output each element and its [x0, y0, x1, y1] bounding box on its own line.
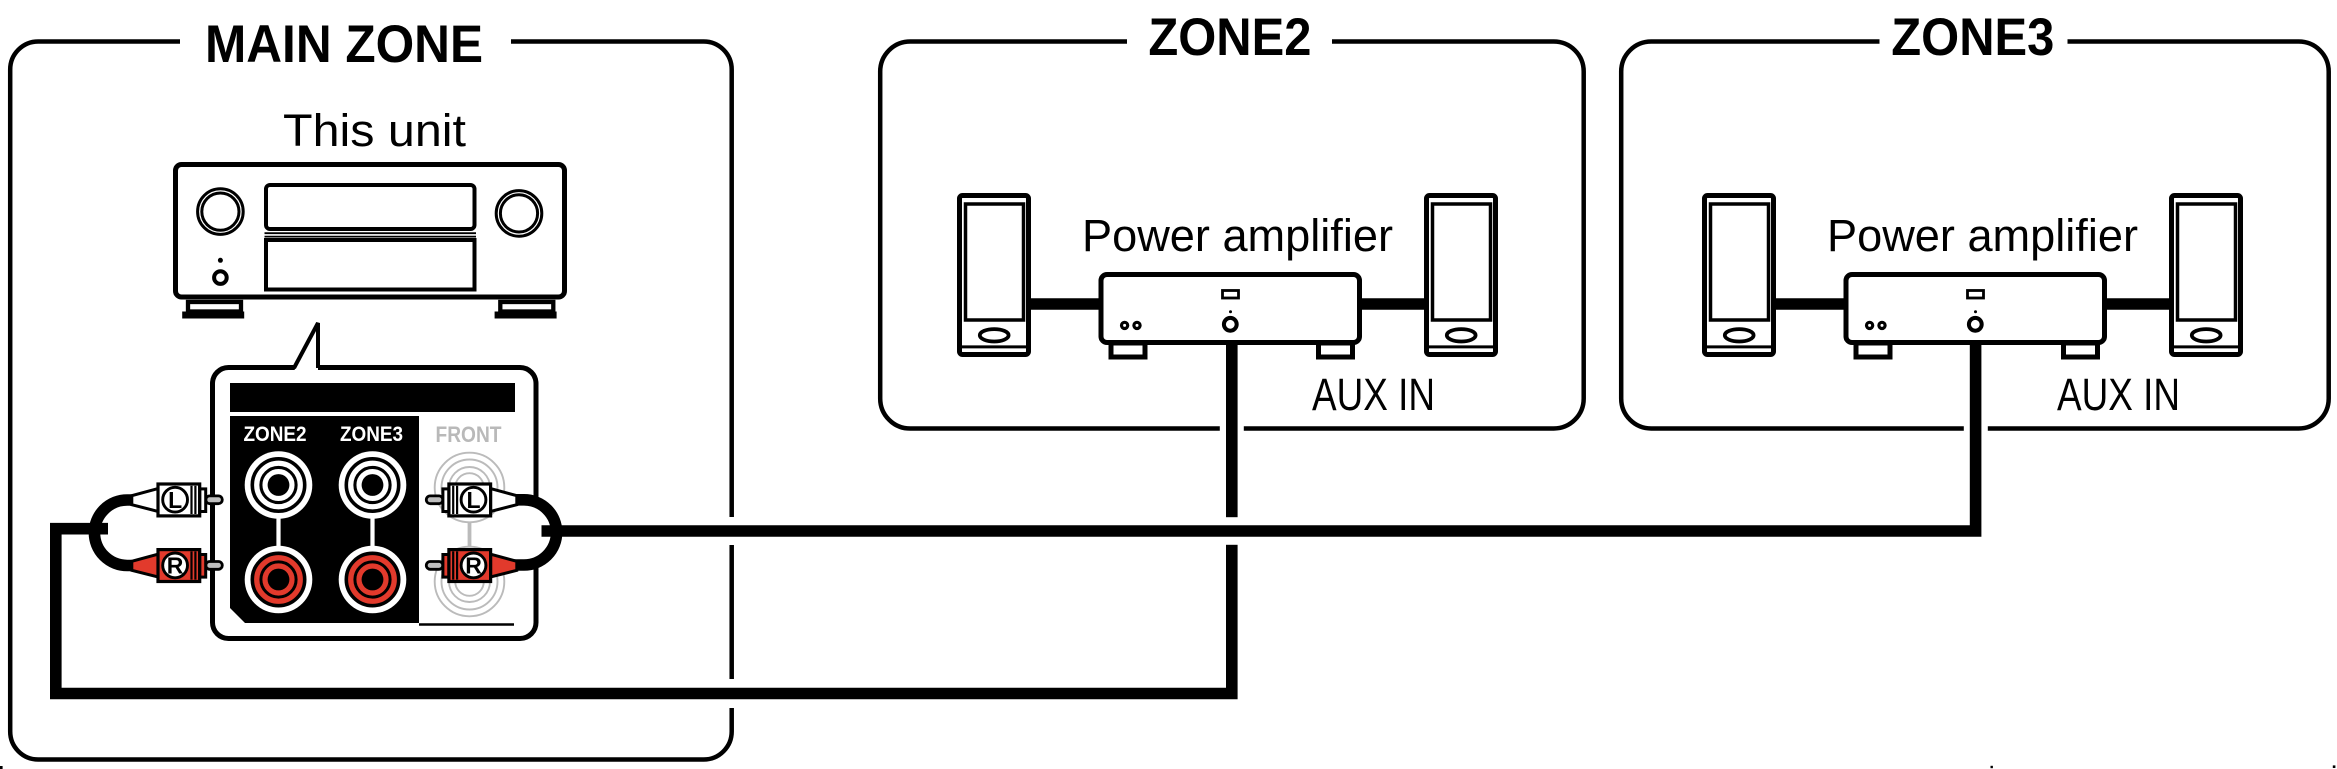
svg-text:AUX IN: AUX IN	[1312, 369, 1435, 420]
svg-text:L: L	[168, 487, 182, 513]
svg-text:Power amplifier: Power amplifier	[1082, 210, 1393, 261]
svg-text:MAIN ZONE: MAIN ZONE	[205, 15, 483, 74]
svg-text:ZONE3: ZONE3	[1891, 8, 2054, 67]
svg-text:R: R	[465, 553, 482, 579]
svg-text:This unit: This unit	[283, 105, 467, 156]
svg-text:R: R	[167, 553, 184, 579]
svg-text:L: L	[466, 487, 480, 513]
svg-text:ZONE2: ZONE2	[244, 422, 307, 446]
svg-text:FRONT: FRONT	[436, 422, 502, 447]
svg-text:ZONE3: ZONE3	[340, 422, 403, 446]
svg-text:ZONE2: ZONE2	[1148, 8, 1311, 67]
